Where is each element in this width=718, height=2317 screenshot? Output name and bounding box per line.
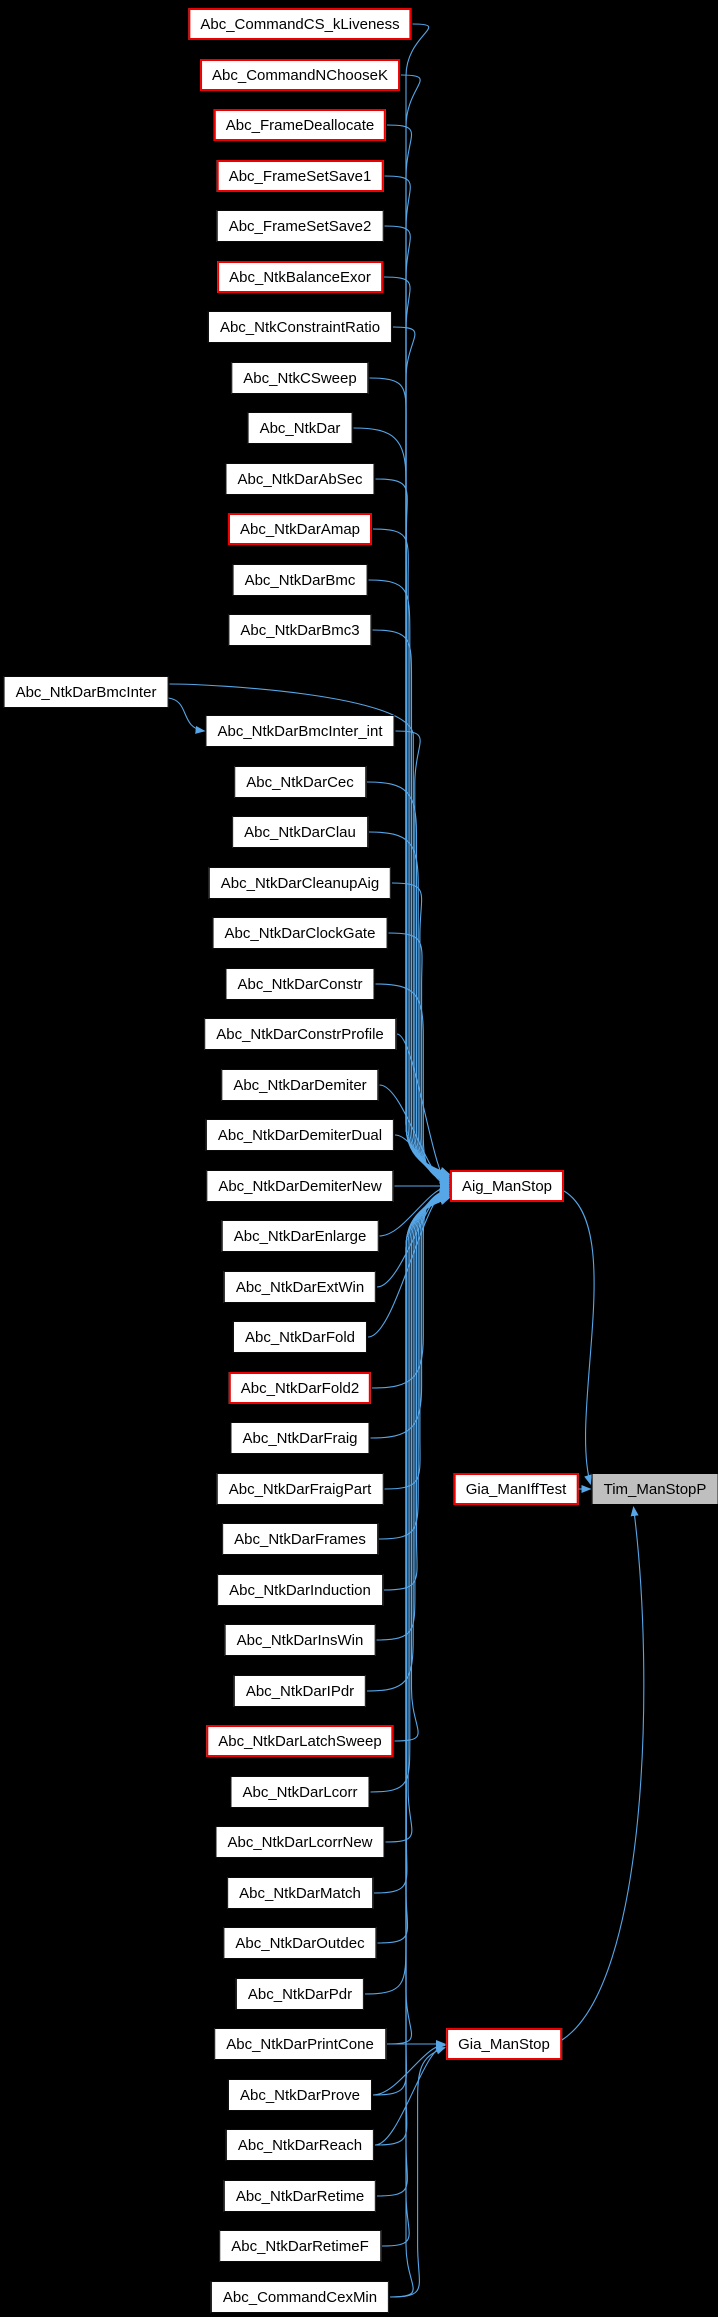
graph-node-Aig_ManStop[interactable]: Aig_ManStop [449, 1170, 565, 1202]
graph-node-Abc_FrameSetSave1[interactable]: Abc_FrameSetSave1 [216, 160, 384, 192]
graph-node-Abc_NtkDarExtWin[interactable]: Abc_NtkDarExtWin [223, 1271, 377, 1303]
graph-node-Abc_NtkDarIPdr[interactable]: Abc_NtkDarIPdr [233, 1675, 367, 1707]
graph-node-Abc_NtkDarLatchSweep[interactable]: Abc_NtkDarLatchSweep [206, 1725, 394, 1757]
graph-node-Abc_NtkDarLcorr[interactable]: Abc_NtkDarLcorr [230, 1776, 370, 1808]
call-edge-Aig_ManStop-to-Tim_ManStopP [563, 1190, 595, 1485]
graph-node-Abc_CommandNChooseK[interactable]: Abc_CommandNChooseK [200, 59, 400, 91]
graph-node-Abc_NtkDarClockGate[interactable]: Abc_NtkDarClockGate [212, 917, 388, 949]
graph-node-Abc_NtkDar[interactable]: Abc_NtkDar [247, 412, 353, 444]
call-edge-Gia_ManStop-to-Tim_ManStopP [561, 1506, 645, 2041]
graph-node-Abc_NtkDarMatch[interactable]: Abc_NtkDarMatch [227, 1877, 373, 1909]
graph-node-Abc_NtkDarPrintCone[interactable]: Abc_NtkDarPrintCone [214, 2028, 386, 2060]
call-edge-Abc_CommandCexMin-to-Gia_ManStop [389, 2046, 446, 2298]
graph-node-Abc_NtkDarBmcInter_int[interactable]: Abc_NtkDarBmcInter_int [205, 715, 395, 747]
graph-node-Abc_NtkDarConstr[interactable]: Abc_NtkDarConstr [225, 968, 375, 1000]
graph-node-Abc_NtkDarFraigPart[interactable]: Abc_NtkDarFraigPart [216, 1473, 384, 1505]
call-edge-Abc_NtkDarBmc3-to-Aig_ManStop [372, 629, 450, 1179]
graph-node-Abc_NtkDarReach[interactable]: Abc_NtkDarReach [225, 2129, 375, 2161]
graph-node-Abc_NtkDarDemiter[interactable]: Abc_NtkDarDemiter [221, 1069, 379, 1101]
graph-node-Abc_NtkDarDemiterDual[interactable]: Abc_NtkDarDemiterDual [205, 1119, 395, 1151]
graph-node-Abc_NtkDarRetimeF[interactable]: Abc_NtkDarRetimeF [219, 2230, 381, 2262]
call-edge-Abc_NtkDarFrames-to-Aig_ManStop [378, 1190, 450, 1540]
graph-node-Abc_NtkDarFold2[interactable]: Abc_NtkDarFold2 [228, 1372, 372, 1404]
graph-node-Abc_CommandCS_kLiveness[interactable]: Abc_CommandCS_kLiveness [188, 8, 412, 40]
graph-node-Abc_CommandCexMin[interactable]: Abc_CommandCexMin [210, 2281, 390, 2313]
call-edge-Abc_NtkDarFold2-to-Aig_ManStop [371, 1188, 450, 1389]
call-edge-Abc_NtkDarDemiter-to-Aig_ManStop [379, 1084, 450, 1189]
graph-node-Abc_NtkDarClau[interactable]: Abc_NtkDarClau [232, 816, 368, 848]
call-edge-Abc_NtkDarInduction-to-Aig_ManStop [383, 1191, 450, 1591]
call-edge-Abc_CommandCexMin-to-Aig_ManStop [389, 1197, 450, 2298]
graph-node-Abc_NtkDarInsWin[interactable]: Abc_NtkDarInsWin [224, 1624, 376, 1656]
graph-node-Abc_NtkDarOutdec[interactable]: Abc_NtkDarOutdec [223, 1927, 377, 1959]
graph-node-Abc_NtkDarRetime[interactable]: Abc_NtkDarRetime [223, 2180, 377, 2212]
call-edge-Abc_NtkDarReach-to-Gia_ManStop [374, 2041, 446, 2146]
graph-node-Abc_FrameSetSave2[interactable]: Abc_FrameSetSave2 [216, 210, 384, 242]
call-edge-Abc_NtkDarAbSec-to-Aig_ManStop [375, 478, 450, 1177]
graph-node-Abc_NtkDarDemiterNew[interactable]: Abc_NtkDarDemiterNew [206, 1170, 394, 1202]
graph-node-Abc_NtkDarAbSec[interactable]: Abc_NtkDarAbSec [225, 463, 375, 495]
call-edge-Abc_NtkDarConstr-to-Aig_ManStop [375, 983, 450, 1184]
graph-node-Abc_NtkDarLcorrNew[interactable]: Abc_NtkDarLcorrNew [215, 1826, 385, 1858]
graph-node-Abc_NtkDarFraig[interactable]: Abc_NtkDarFraig [230, 1422, 370, 1454]
graph-node-Abc_NtkBalanceExor[interactable]: Abc_NtkBalanceExor [217, 261, 383, 293]
graph-node-Abc_NtkDarCec[interactable]: Abc_NtkDarCec [234, 766, 366, 798]
graph-node-Abc_NtkDarFrames[interactable]: Abc_NtkDarFrames [222, 1523, 378, 1555]
call-edge-Abc_NtkConstraintRatio-to-Aig_ManStop [392, 326, 450, 1175]
graph-node-Abc_NtkDarPdr[interactable]: Abc_NtkDarPdr [235, 1978, 365, 2010]
graph-node-Abc_NtkDarAmap[interactable]: Abc_NtkDarAmap [227, 513, 373, 545]
call-edge-Abc_CommandCS_kLiveness-to-Aig_ManStop [405, 23, 450, 1175]
graph-node-Abc_NtkDarFold[interactable]: Abc_NtkDarFold [232, 1321, 368, 1353]
graph-node-Abc_NtkDarEnlarge[interactable]: Abc_NtkDarEnlarge [221, 1220, 379, 1252]
graph-node-Abc_NtkDarBmcInter[interactable]: Abc_NtkDarBmcInter [3, 676, 169, 708]
call-edge-Abc_NtkDarConstrProfile-to-Aig_ManStop [396, 1033, 450, 1188]
graph-node-Gia_ManStop[interactable]: Gia_ManStop [446, 2028, 562, 2060]
graph-node-Abc_NtkDarProve[interactable]: Abc_NtkDarProve [227, 2079, 373, 2111]
graph-node-Abc_NtkDarBmc3[interactable]: Abc_NtkDarBmc3 [228, 614, 372, 646]
graph-node-Gia_ManIffTest[interactable]: Gia_ManIffTest [453, 1473, 579, 1505]
graph-node-Abc_NtkCSweep[interactable]: Abc_NtkCSweep [231, 362, 369, 394]
graph-node-Abc_NtkConstraintRatio[interactable]: Abc_NtkConstraintRatio [207, 311, 393, 343]
graph-node-Abc_NtkDarConstrProfile[interactable]: Abc_NtkDarConstrProfile [204, 1018, 396, 1050]
graph-node-Abc_NtkDarInduction[interactable]: Abc_NtkDarInduction [217, 1574, 383, 1606]
graph-node-Abc_NtkDarCleanupAig[interactable]: Abc_NtkDarCleanupAig [208, 867, 392, 899]
graph-node-Abc_NtkDarBmc[interactable]: Abc_NtkDarBmc [232, 564, 368, 596]
graph-node-Abc_FrameDeallocate[interactable]: Abc_FrameDeallocate [213, 109, 387, 141]
call-edge-Abc_NtkDarBmcInter-to-Abc_NtkDarBmcInter_int [168, 697, 206, 734]
call-edge-Abc_NtkDarRetimeF-to-Aig_ManStop [381, 1197, 450, 2247]
graph-node-Tim_ManStopP[interactable]: Tim_ManStopP [591, 1473, 718, 1505]
